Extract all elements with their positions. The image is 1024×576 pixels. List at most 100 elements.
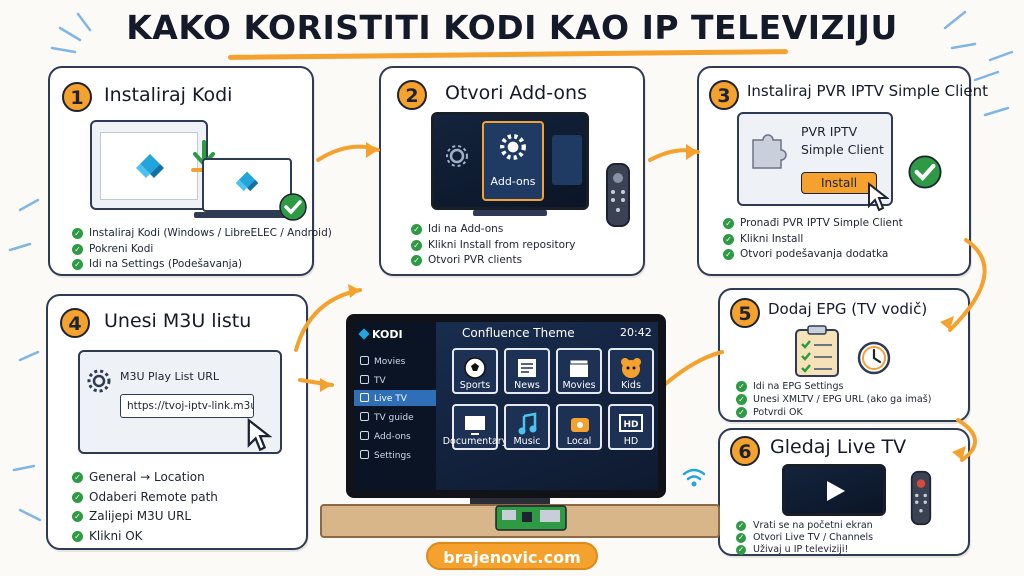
puzzle-icon — [752, 134, 787, 169]
list-item: ✓Potvrdi OK — [736, 406, 931, 419]
wifi-icon — [682, 468, 706, 487]
newspaper-icon — [518, 359, 536, 377]
list-item: ✓Klikni OK — [72, 527, 218, 547]
menu-item-live-tv[interactable] — [354, 390, 436, 406]
addons-tile[interactable]: Add-ons — [482, 121, 544, 201]
list-item: ✓Zalijepi M3U URL — [72, 507, 218, 527]
menu-item-tv-guide[interactable]: TV guide — [360, 412, 414, 423]
play-icon — [827, 481, 845, 501]
step-3-card: 3 Instaliraj PVR IPTV Simple Client PVR … — [697, 66, 988, 276]
clock-icon — [857, 341, 891, 375]
list-item: ✓General → Location — [72, 468, 218, 488]
tile-sports-label: Sports — [459, 380, 491, 391]
menu-item-tv[interactable]: TV — [360, 375, 386, 386]
tv-legs — [470, 498, 550, 506]
install-button[interactable]: Install — [801, 172, 877, 194]
footer-site-link[interactable]: brajenovic.com — [426, 542, 598, 570]
tile-kids[interactable] — [608, 348, 654, 394]
clapperboard-icon — [569, 359, 589, 377]
tv-screen-live — [782, 464, 886, 516]
tile-local[interactable] — [556, 404, 602, 450]
tile-news-label: News — [514, 380, 540, 391]
hd-icon: HD — [619, 414, 643, 432]
arrow-3-5 — [948, 238, 987, 332]
step-2-card: 2 Otvori Add-ons Add-ons ✓Idi na Add-ons… — [379, 66, 645, 276]
kodi-sidebar: KODI Movies TV Live TV TV guide Add-ons … — [354, 322, 436, 490]
m3u-field-label: M3U Play List URL — [120, 370, 220, 383]
list-item: ✓Instaliraj Kodi (Windows / LibreELEC / … — [72, 226, 332, 242]
kodi-brand: KODI — [358, 328, 403, 341]
step-1-list: ✓Instaliraj Kodi (Windows / LibreELEC / … — [72, 226, 332, 273]
menu-item-addons[interactable]: Add-ons — [360, 431, 411, 442]
gear-icon — [87, 369, 111, 393]
step-4-number: 4 — [60, 308, 90, 338]
broadcast-icon — [571, 418, 589, 432]
list-item: ✓Otvori podešavanja dodatka — [723, 247, 903, 263]
bear-icon — [621, 358, 641, 378]
list-item: ✓Klikni Install from repository — [411, 238, 576, 254]
menu-item-movies[interactable]: Movies — [360, 356, 405, 367]
clock-time: 20:42 — [620, 326, 652, 339]
menu-item-live-tv-label: Live TV — [360, 393, 407, 404]
tile-hd[interactable]: HD — [608, 404, 654, 450]
m3u-url-input[interactable]: https://tvoj-iptv-link.m3u — [120, 394, 254, 418]
step-2-list: ✓Idi na Add-ons ✓Klikni Install from rep… — [411, 222, 576, 269]
list-item: ✓Pronađi PVR IPTV Simple Client — [723, 216, 903, 232]
laptop-base — [194, 212, 300, 218]
svg-text:HD: HD — [623, 420, 638, 430]
monitor-icon — [465, 416, 485, 435]
tv-stand — [473, 210, 547, 216]
list-item: ✓Unesi XMLTV / EPG URL (ako ga imaš) — [736, 393, 931, 406]
step-3-title: Instaliraj PVR IPTV Simple Client — [747, 82, 989, 100]
tv-remote-icon — [606, 163, 630, 227]
raspberry-pi-icon — [495, 505, 567, 531]
tile-local-label: Local — [566, 436, 592, 447]
tile-sports[interactable] — [452, 348, 498, 394]
tile-movies-label: Movies — [562, 380, 596, 391]
list-item: ✓Odaberi Remote path — [72, 488, 218, 508]
step-6-number: 6 — [730, 436, 760, 466]
check-icon — [908, 155, 942, 189]
kodi-logo-icon — [136, 154, 164, 178]
tile-news[interactable] — [504, 348, 550, 394]
kodi-logo-icon — [235, 171, 259, 192]
list-item: ✓Otvori PVR clients — [411, 253, 576, 269]
step-4-card: 4 Unesi M3U listu M3U Play List URL http… — [46, 294, 308, 550]
tile-documentary-label: Documentary — [442, 436, 508, 447]
list-item: ✓Otvori Live TV / Channels — [736, 532, 874, 543]
arrow-5-6 — [956, 418, 977, 462]
kodi-logo-icon — [358, 328, 370, 340]
list-item: ✓Pokreni Kodi — [72, 242, 332, 258]
step-1-number: 1 — [62, 82, 92, 112]
step-3-number: 3 — [709, 80, 739, 110]
gear-icon — [446, 145, 468, 167]
side-tile — [552, 135, 582, 185]
addon-name-line1: PVR IPTV — [801, 124, 858, 139]
laptop-illustration — [202, 158, 292, 212]
step-2-title: Otvori Add-ons — [445, 82, 587, 104]
step-2-number: 2 — [397, 80, 427, 110]
check-icon — [279, 193, 307, 221]
tile-movies[interactable] — [556, 348, 602, 394]
tile-documentary[interactable] — [452, 404, 498, 450]
tile-music[interactable] — [504, 404, 550, 450]
step-5-title: Dodaj EPG (TV vodič) — [768, 300, 928, 318]
addon-panel: PVR IPTV Simple Client Install — [737, 112, 893, 206]
list-item: ✓Idi na Settings (Podešavanja) — [72, 257, 332, 273]
list-item: ✓Uživaj u IP televiziji! — [736, 544, 849, 555]
page-title: KAKO KORISTITI KODI KAO IP TELEVIZIJU — [126, 8, 898, 47]
step-3-list: ✓Pronađi PVR IPTV Simple Client ✓Klikni … — [723, 216, 903, 263]
step-5-card: 5 Dodaj EPG (TV vodič) ✓Idi na EPG Setti… — [718, 288, 970, 422]
step-6-card: 6 Gledaj Live TV ✓Vrati se na početni ek… — [718, 428, 970, 556]
menu-item-settings[interactable]: Settings — [360, 450, 411, 461]
step-1-title: Instaliraj Kodi — [104, 84, 233, 106]
tile-music-label: Music — [513, 436, 541, 447]
step-6-title: Gledaj Live TV — [770, 436, 907, 458]
step-5-list: ✓Idi na EPG Settings ✓Unesi XMLTV / EPG … — [736, 380, 931, 419]
gear-icon — [500, 134, 526, 160]
step-6-list: ✓Vrati se na početni ekran ✓Otvori Live … — [736, 520, 873, 556]
step-4-title: Unesi M3U listu — [104, 310, 252, 332]
theme-title: Confluence Theme — [462, 326, 575, 340]
cursor-icon — [247, 418, 272, 452]
